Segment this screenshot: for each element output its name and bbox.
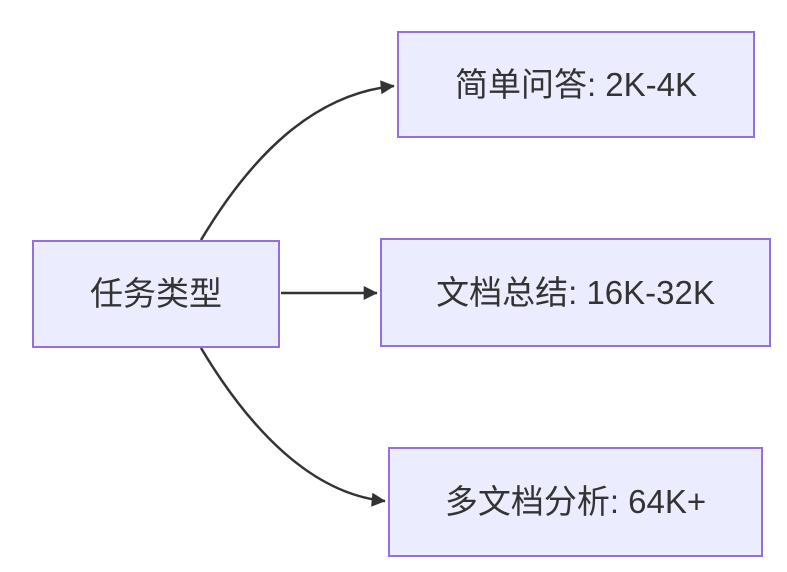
edge-root-to-branch1	[199, 80, 395, 241]
node-doc-summary-label: 文档总结: 16K-32K	[436, 273, 715, 311]
edge-root-to-branch3	[199, 347, 386, 507]
node-multi-doc-analysis: 多文档分析: 64K+	[388, 447, 763, 557]
node-task-type-label: 任务类型	[90, 275, 222, 313]
node-multi-doc-analysis-label: 多文档分析: 64K+	[444, 483, 707, 521]
node-doc-summary: 文档总结: 16K-32K	[380, 238, 771, 347]
node-simple-qa-label: 简单问答: 2K-4K	[454, 65, 698, 103]
node-simple-qa: 简单问答: 2K-4K	[397, 31, 755, 138]
node-task-type: 任务类型	[32, 240, 280, 348]
